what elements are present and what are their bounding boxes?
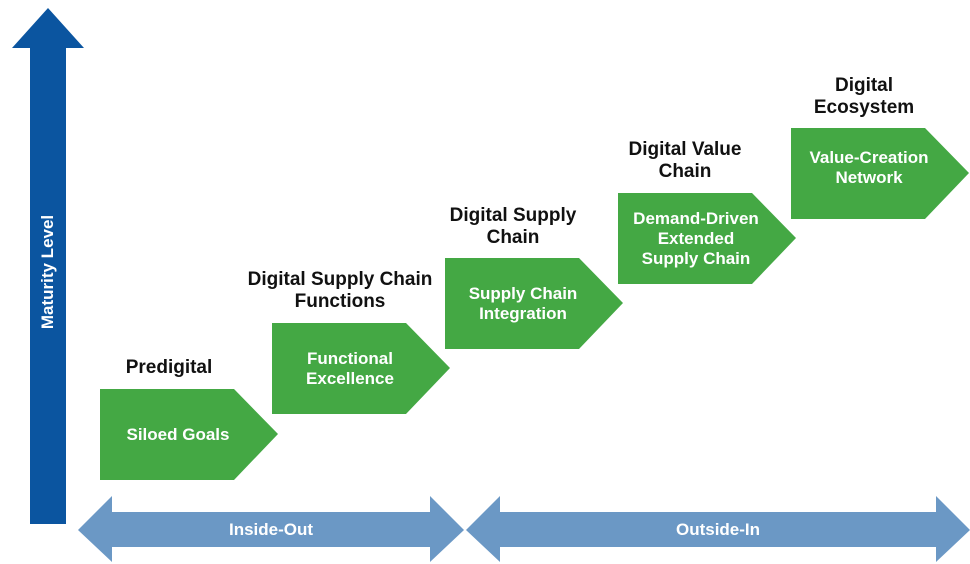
chevron-label-functional-excellence: Functional Excellence: [306, 348, 394, 388]
stage-title-predigital: Predigital: [125, 357, 213, 378]
chevron-demand-driven-extended-supply-chain: [618, 193, 796, 284]
stage-title-digital-value-chain: Digital Value Chain: [628, 139, 742, 182]
outside-in-band-arrow: [466, 496, 970, 562]
inside-out-band-arrow: [78, 496, 464, 562]
chevron-functional-excellence: [272, 323, 450, 414]
chevron-label-supply-chain-integration: Supply Chain Integration: [468, 283, 578, 323]
chevron-label-value-creation-network: Value-Creation Network: [809, 147, 929, 187]
inside-out-label: Inside-Out: [228, 519, 314, 539]
chevron-supply-chain-integration: [445, 258, 623, 349]
outside-in-label: Outside-In: [675, 519, 761, 539]
stage-title-digital-ecosystem: Digital Ecosystem: [813, 75, 915, 118]
maturity-level-label: Maturity Level: [38, 214, 57, 330]
chevron-label-demand-driven-extended-supply-chain: Demand-Driven Extended Supply Chain: [633, 208, 759, 268]
chevron-label-siloed-goals: Siloed Goals: [126, 424, 230, 444]
maturity-axis-arrow: [12, 8, 84, 524]
chevron-value-creation-network: [791, 128, 969, 219]
chevron-siloed-goals: [100, 389, 278, 480]
stage-title-digital-supply-chain-functions: Digital Supply Chain Functions: [247, 269, 433, 312]
stage-title-digital-supply-chain: Digital Supply Chain: [449, 205, 577, 248]
